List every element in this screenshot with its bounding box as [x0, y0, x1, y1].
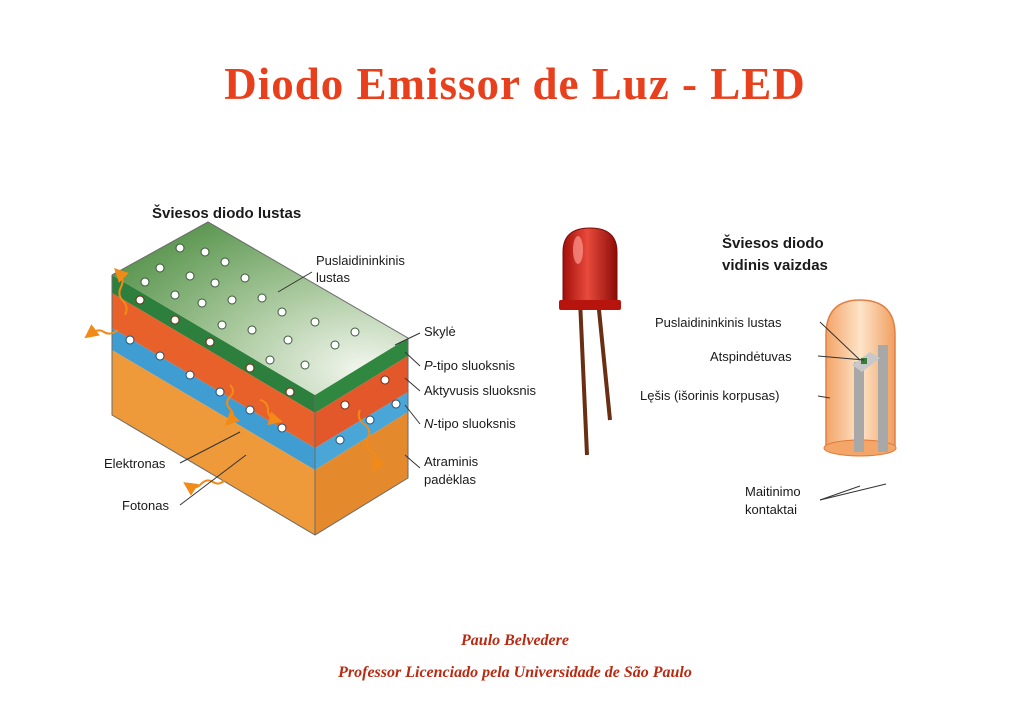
label-electron: Elektronas: [104, 456, 166, 471]
label-active-layer: Aktyvusis sluoksnis: [424, 383, 536, 398]
side-green: [315, 338, 408, 413]
label-n-layer: N-tipo sluoksnis: [424, 416, 516, 431]
label-lens: Lęšis (išorinis korpusas): [640, 388, 779, 403]
interior-title-line1: Šviesos diodo: [722, 234, 824, 252]
chip-top-face: [112, 222, 408, 395]
label-p-layer: P-tipo sluoksnis: [424, 358, 516, 373]
led-interior-image: [823, 299, 897, 530]
label-hole: Skylė: [424, 324, 456, 339]
side-blue: [315, 392, 408, 470]
label-substrate-line2: padėklas: [424, 472, 477, 487]
label-photon: Fotonas: [122, 498, 169, 513]
label-p-letter: P: [424, 358, 433, 373]
label-interior-chip: Puslaidininkinis lustas: [655, 315, 782, 330]
front-blue-layer: [112, 328, 315, 470]
slide-title: Diodo Emissor de Luz - LED: [224, 59, 806, 109]
label-contacts-line2: kontaktai: [745, 502, 797, 517]
label-chip-line2: lustas: [316, 270, 350, 285]
author-role: Professor Licenciado pela Universidade d…: [338, 664, 692, 681]
label-substrate-line1: Atraminis: [424, 454, 479, 469]
label-n-letter: N: [424, 416, 434, 431]
label-contacts-line1: Maitinimo: [745, 484, 801, 499]
interior-title-line2: vidinis vaizdas: [722, 257, 828, 274]
front-substrate: [112, 350, 315, 535]
chip-block: [84, 221, 421, 536]
front-red-layer: [112, 293, 315, 448]
chip-diagram-title: Šviesos diodo lustas: [152, 204, 301, 222]
label-p-rest: -tipo sluoksnis: [433, 358, 516, 373]
label-n-rest: -tipo sluoksnis: [433, 416, 516, 431]
label-chip-line1: Puslaidininkinis: [316, 253, 405, 268]
author-name: Paulo Belvedere: [461, 632, 569, 649]
red-led-image: [559, 227, 621, 456]
label-reflector: Atspindėtuvas: [710, 349, 792, 364]
side-substrate: [315, 412, 408, 535]
